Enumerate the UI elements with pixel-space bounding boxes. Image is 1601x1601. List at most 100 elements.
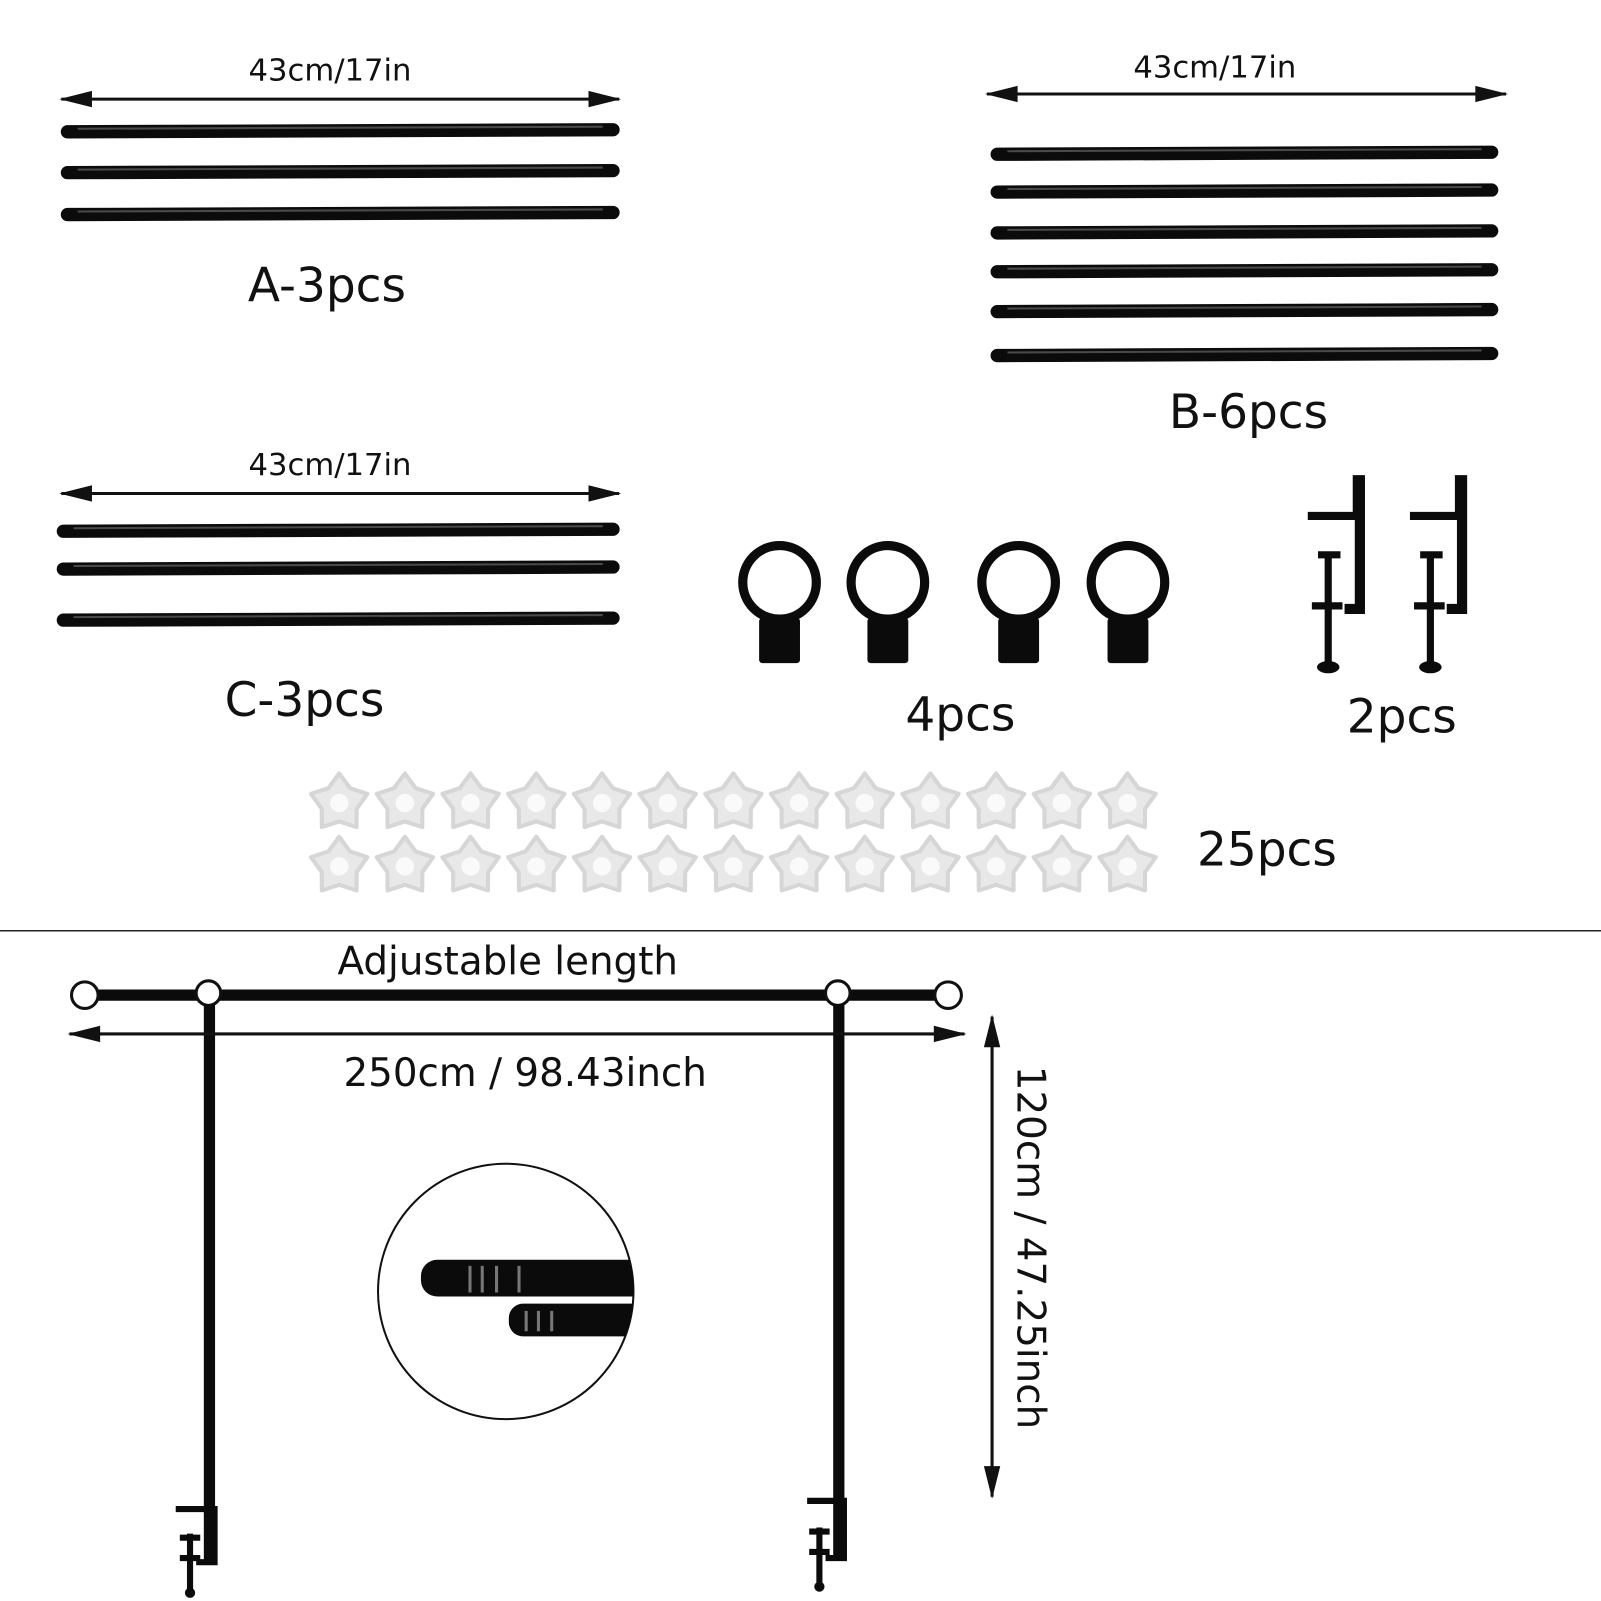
clamp-pad [1316,661,1340,674]
stopper-hole [658,857,677,876]
stoppers-label: 25pcs [1197,822,1337,877]
ring-connectors [738,540,1170,664]
part-c-label: C-3pcs [225,673,385,728]
adjustable-length-label: Adjustable length [338,940,678,985]
assembly-diagram: Adjustable length 250cm / 98.43inch 120c… [67,940,1053,1598]
rod-highlight [1007,185,1482,191]
ring [1086,540,1170,624]
rod [56,522,620,538]
stopper-hole [855,793,874,813]
part-a-dimension: 43cm/17in [249,54,412,89]
rod [60,163,620,180]
joint-ring-right [823,979,852,1007]
rod-highlight [77,208,603,213]
ring-connector [977,540,1061,664]
stopper-hole [855,857,874,876]
stopper-hole [921,857,940,876]
rod-highlight [1007,226,1482,231]
clamp-frame [1409,475,1468,615]
rods-c [56,522,620,627]
table-clamps [1307,475,1468,674]
table-clamp [1307,475,1365,674]
rods-b [990,145,1499,363]
right-clamp [807,1497,847,1587]
joint-detail-inset [377,1162,635,1421]
rod [60,123,620,139]
ring-connector [846,540,930,664]
end-ring-right [933,980,963,1010]
stopper-hole [789,857,809,876]
rod-highlight [77,125,603,130]
stoppers [308,771,1158,893]
joint-ring-left [194,979,223,1007]
ring [738,540,821,624]
rod [990,302,1499,319]
ring [846,540,930,624]
stopper-hole [1118,793,1137,813]
part-b-dimension: 43cm/17in [1133,51,1296,86]
ring-connector [1086,540,1170,664]
stopper-hole [461,793,480,813]
rod-highlight [77,166,603,171]
stopper-hole [1052,793,1072,813]
stopper-hole [527,793,546,813]
ring-socket [998,618,1040,664]
stopper-hole [330,857,349,876]
right-clamp-screw [814,1581,825,1592]
part-c-dimension: 43cm/17in [249,448,412,483]
clamps-label: 2pcs [1347,690,1457,745]
rod [56,611,620,627]
height-label: 120cm / 47.25inch [1008,1066,1053,1429]
stopper-hole [986,793,1006,813]
part-b-group: 43cm/17in B-6pcs [984,51,1509,440]
rod-highlight [73,562,603,568]
ring-socket [867,618,909,664]
rod-highlight [1007,148,1482,153]
rod [56,560,620,576]
rod-highlight [1007,349,1482,354]
left-clamp-screw [184,1587,196,1598]
inset-rod-lower [508,1303,634,1337]
stopper-hole [1118,857,1137,876]
stopper-hole [724,793,743,813]
end-ring-left [69,980,100,1010]
clamp-screw [1311,551,1343,668]
rod [990,224,1499,240]
stopper-hole [1052,857,1072,876]
rod [990,263,1499,279]
rod-highlight [1007,305,1482,310]
ring [977,540,1061,624]
stopper-hole [592,857,612,876]
stopper-hole [395,793,415,813]
rods-a [60,123,620,222]
rod-highlight [73,525,603,530]
stopper-hole [461,857,480,876]
part-a-group: 43cm/17in A-3pcs [59,54,622,313]
table-clamp [1409,475,1468,674]
clamp-pad [1419,661,1442,674]
part-c-group: 43cm/17in C-3pcs [56,448,622,728]
stopper-hole [986,857,1006,876]
stopper-hole [330,793,349,813]
rings-label: 4pcs [905,688,1015,743]
ring-connector [738,540,821,664]
stopper-hole [527,857,546,876]
stopper-hole [921,793,940,813]
part-a-label: A-3pcs [248,258,406,313]
stopper-hole [789,793,809,813]
inset-rod-upper [420,1259,634,1297]
stopper-hole [658,793,677,813]
rod [990,183,1499,199]
rod [60,205,620,222]
stopper-hole [724,857,743,876]
rod [990,145,1499,161]
left-clamp [175,1505,218,1593]
clamp-screw [1414,551,1445,668]
ring-socket [1107,618,1149,664]
clamp-frame [1307,475,1365,615]
part-b-label: B-6pcs [1169,385,1328,440]
ring-socket [759,618,800,664]
stopper-hole [395,857,415,876]
rod-highlight [1007,265,1482,270]
